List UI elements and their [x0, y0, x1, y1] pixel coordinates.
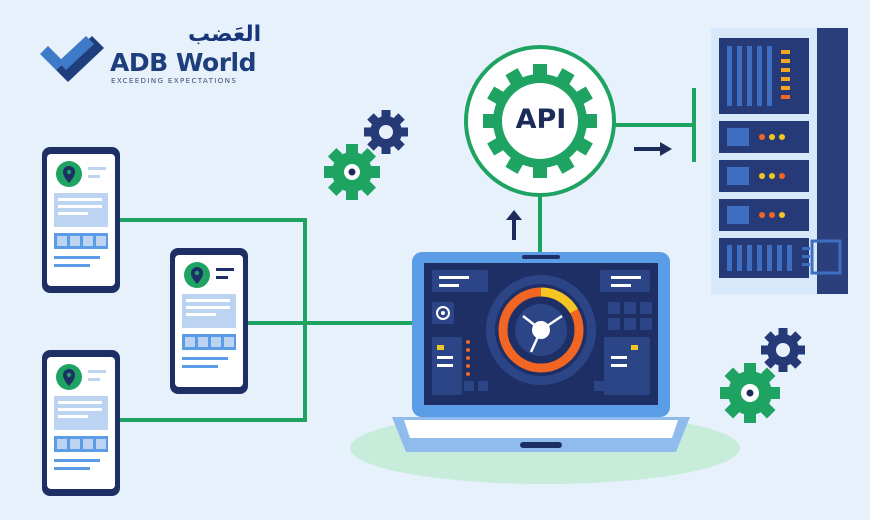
smartphone-icon	[42, 350, 120, 496]
smartphone-icon	[42, 147, 120, 293]
smartphone-icon	[170, 248, 248, 394]
brand-name: ADB World	[110, 48, 257, 77]
brand-logo[interactable]: العَضب ADB World EXCEEDING EXPECTATIONS	[36, 22, 261, 85]
brand-arabic-name: العَضب	[188, 22, 262, 47]
network-connectors	[118, 88, 696, 422]
api-label: API	[515, 104, 567, 135]
arrow-up-icon	[506, 210, 522, 240]
api-gear-badge	[464, 45, 616, 197]
checkmark-logo-icon	[40, 36, 104, 82]
gear-icon	[364, 110, 408, 154]
gear-icon	[483, 64, 597, 178]
brand-tagline: EXCEEDING EXPECTATIONS	[111, 76, 238, 85]
server-rack-icon	[711, 28, 848, 294]
gear-icon	[720, 363, 780, 423]
gear-icon	[761, 328, 805, 372]
arrow-right-icon	[634, 142, 672, 156]
gear-icon	[324, 144, 380, 200]
laptop-icon	[392, 252, 690, 452]
